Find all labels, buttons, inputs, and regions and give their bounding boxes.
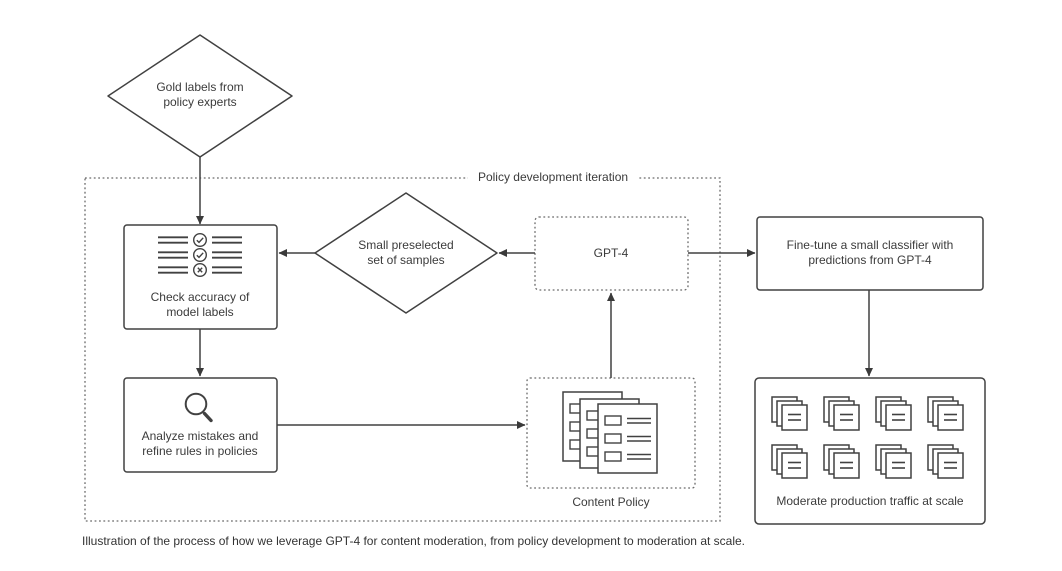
check-accuracy-label: Check accuracy of model labels — [150, 290, 250, 319]
figure-caption: Illustration of the process of how we le… — [82, 534, 746, 548]
small-preselected-diamond — [314, 192, 498, 314]
content-policy-label: Content Policy — [572, 495, 650, 509]
fine-tune-box — [756, 216, 984, 291]
page-stack-icon — [927, 396, 964, 431]
page-stack-icon — [927, 444, 964, 479]
documents-icon — [562, 391, 658, 474]
analyze-mistakes-label: Analyze mistakes and refine rules in pol… — [141, 429, 259, 458]
gold-labels-label: Gold labels from policy experts — [156, 80, 244, 109]
page-stack-icon — [771, 444, 808, 479]
x-mark-icon — [197, 267, 203, 273]
policy-iteration-container — [84, 177, 721, 522]
checklist-icon — [158, 232, 242, 278]
fine-tune-label: Fine-tune a small classifier with predic… — [786, 238, 954, 267]
page-stack-icon — [823, 396, 860, 431]
page-stack-icon — [875, 396, 912, 431]
check-mark-icon — [196, 237, 204, 244]
page-stack-icon — [823, 444, 860, 479]
policy-iteration-label: Policy development iteration — [467, 170, 639, 185]
moderate-traffic-label: Moderate production traffic at scale — [776, 494, 964, 508]
page-stack-icon — [875, 444, 912, 479]
gpt4-label: GPT-4 — [593, 246, 629, 260]
small-preselected-label: Small preselected set of samples — [358, 238, 454, 267]
page-stack-icon — [771, 396, 808, 431]
magnifier-icon — [184, 392, 213, 423]
check-mark-icon — [196, 252, 204, 259]
